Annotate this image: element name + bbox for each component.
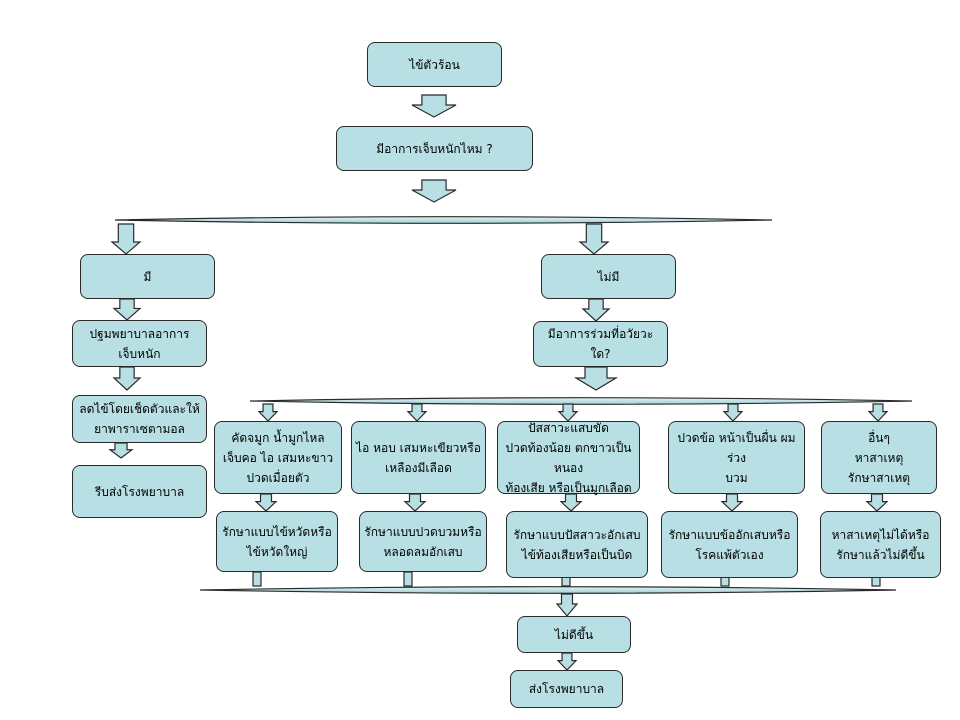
stub-treatment-0 — [252, 571, 262, 587]
arrow-to-yes — [110, 223, 142, 255]
arrow-question2-to-split — [573, 366, 619, 391]
symptom-box-urinary: ปัสสาวะแสบขัด ปวดท้องน้อย ตกขาวเป็นหนอง … — [497, 421, 640, 495]
arrow-question-to-split — [411, 179, 457, 203]
split-bar-top — [114, 216, 773, 224]
no-box: ไม่มี — [541, 254, 676, 299]
arrow-to-treatment-1 — [403, 493, 427, 512]
split-bar-middle — [249, 397, 913, 405]
arrow-merge-to-notbetter — [555, 593, 579, 617]
treatment-box-unknown: หาสาเหตุไม่ได้หรือ รักษาแล้วไม่ดีขึ้น — [820, 511, 941, 578]
treatment-box-flu: รักษาแบบไข้หวัดหรือ ไข้หวัดใหญ่ — [216, 511, 338, 572]
arrow-yes-to-firstaid — [112, 298, 142, 321]
arrow-to-symptom-1 — [406, 403, 428, 422]
treatment-box-pneumonia: รักษาแบบปวดบวมหรือ หลอดลมอักเสบ — [359, 511, 487, 572]
arrow-to-symptom-0 — [257, 403, 279, 422]
arrow-to-no — [578, 223, 610, 255]
arrow-notbetter-to-hospital — [556, 652, 578, 671]
arrow-to-treatment-3 — [720, 493, 744, 512]
arrow-to-symptom-2 — [557, 403, 579, 422]
arrow-start-to-question — [411, 94, 457, 118]
send-hospital-box: ส่งโรงพยาบาล — [510, 670, 623, 708]
arrow-to-treatment-2 — [559, 493, 583, 512]
arrow-no-to-question2 — [581, 298, 611, 322]
rush-hospital-box: รีบส่งโรงพยาบาล — [72, 465, 207, 518]
arrow-to-symptom-4 — [867, 403, 889, 422]
symptom-box-respiratory: คัดจมูก น้ำมูกไหล เจ็บคอ ไอ เสมหะขาว ปวด… — [214, 421, 342, 494]
not-better-box: ไม่ดีขึ้น — [517, 616, 631, 653]
arrow-to-treatment-0 — [254, 493, 278, 512]
merge-bar-bottom — [199, 586, 897, 594]
first-aid-box: ปฐมพยาบาลอาการ เจ็บหนัก — [72, 320, 207, 367]
stub-treatment-1 — [403, 571, 413, 587]
question-organ-box: มีอาการร่วมที่อวัยวะใด? — [533, 321, 668, 367]
arrow-to-symptom-3 — [722, 403, 744, 422]
yes-box: มี — [80, 254, 215, 299]
arrow-fever-to-hospital — [108, 442, 134, 459]
symptom-box-lung: ไอ หอบ เสมหะเขียวหรือ เหลืองมีเลือด — [351, 421, 486, 494]
symptom-box-other: อื่นๆ หาสาเหตุ รักษาสาเหตุ — [821, 421, 937, 494]
symptom-box-joint: ปวดข้อ หน้าเป็นผื่น ผมร่วง บวม — [668, 421, 805, 494]
treatment-box-arthritis: รักษาแบบข้ออักเสบหรือ โรคแพ้ตัวเอง — [661, 511, 798, 578]
arrow-firstaid-to-fever — [112, 366, 142, 391]
treatment-box-urinary: รักษาแบบปัสสาวะอักเสบ ไข้ท้องเสียหรือเป็… — [506, 511, 648, 578]
question-severe-box: มีอาการเจ็บหนักไหม ? — [336, 126, 533, 171]
start-box: ไข้ตัวร้อน — [367, 42, 502, 87]
reduce-fever-box: ลดไข้โดยเช็ดตัวและให้ ยาพาราเซตามอล — [72, 395, 207, 443]
arrow-to-treatment-4 — [865, 493, 889, 512]
